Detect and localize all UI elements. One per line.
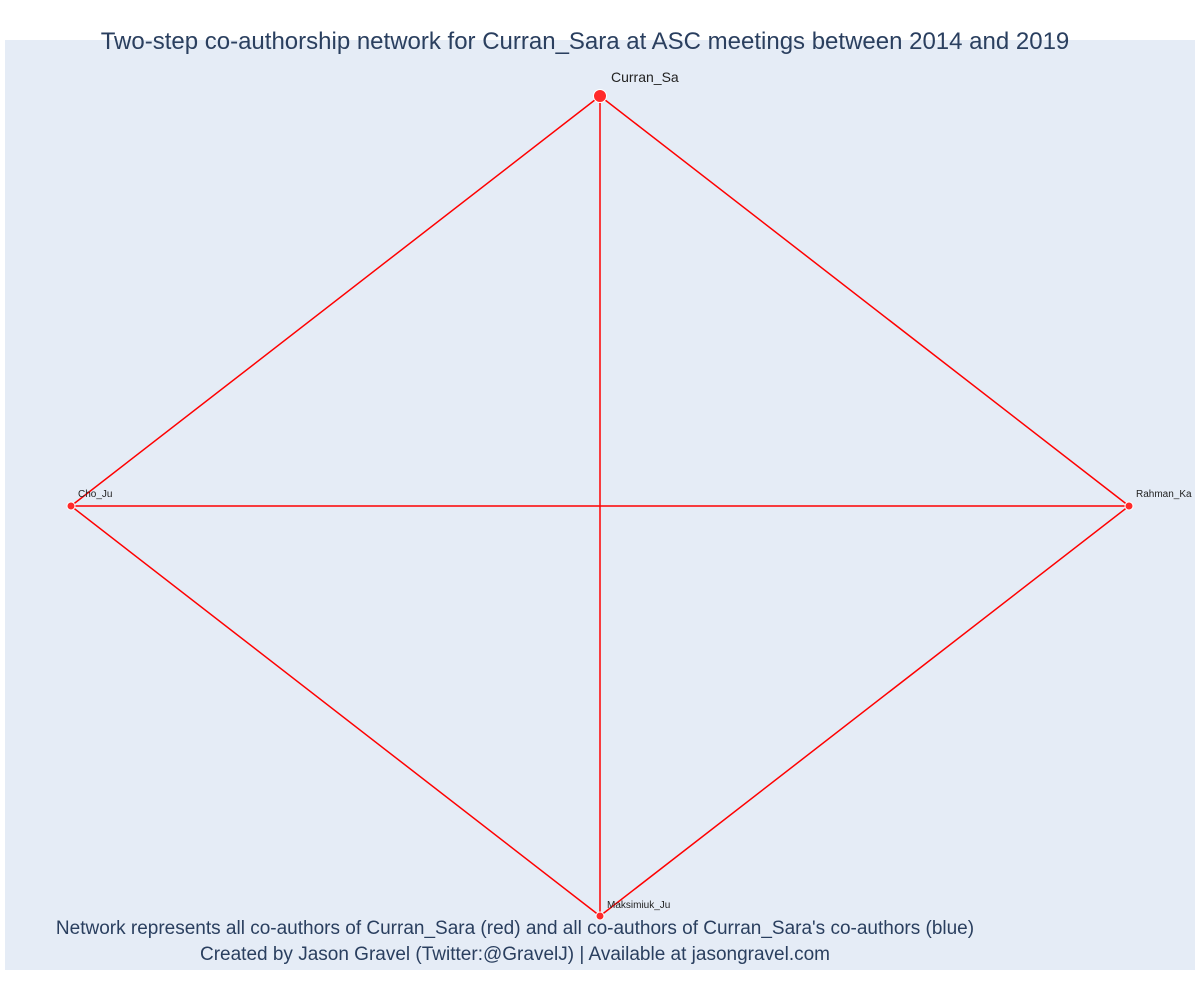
nodes-layer (66, 89, 1134, 921)
node-cho[interactable] (66, 501, 76, 511)
edges-layer (70, 95, 1130, 917)
node-label-rahman: Rahman_Ka (1136, 489, 1192, 500)
edge-curran-rahman (599, 95, 1130, 507)
page-title: Two-step co-authorship network for Curra… (100, 28, 1070, 55)
footnote-line-2: Created by Jason Gravel (Twitter:@Gravel… (199, 944, 831, 965)
edge-cho-maksimiuk (70, 505, 601, 917)
node-label-maksimiuk: Maksimiuk_Ju (607, 900, 670, 911)
node-rahman[interactable] (1124, 501, 1134, 511)
node-maksimiuk[interactable] (595, 911, 605, 921)
edge-rahman-maksimiuk (599, 505, 1130, 917)
node-label-cho: Cho_Ju (78, 489, 112, 500)
node-curran[interactable] (593, 89, 607, 103)
footnote-line-1: Network represents all co-authors of Cur… (55, 918, 975, 939)
node-label-curran: Curran_Sa (611, 69, 679, 85)
edge-curran-cho (70, 95, 601, 507)
